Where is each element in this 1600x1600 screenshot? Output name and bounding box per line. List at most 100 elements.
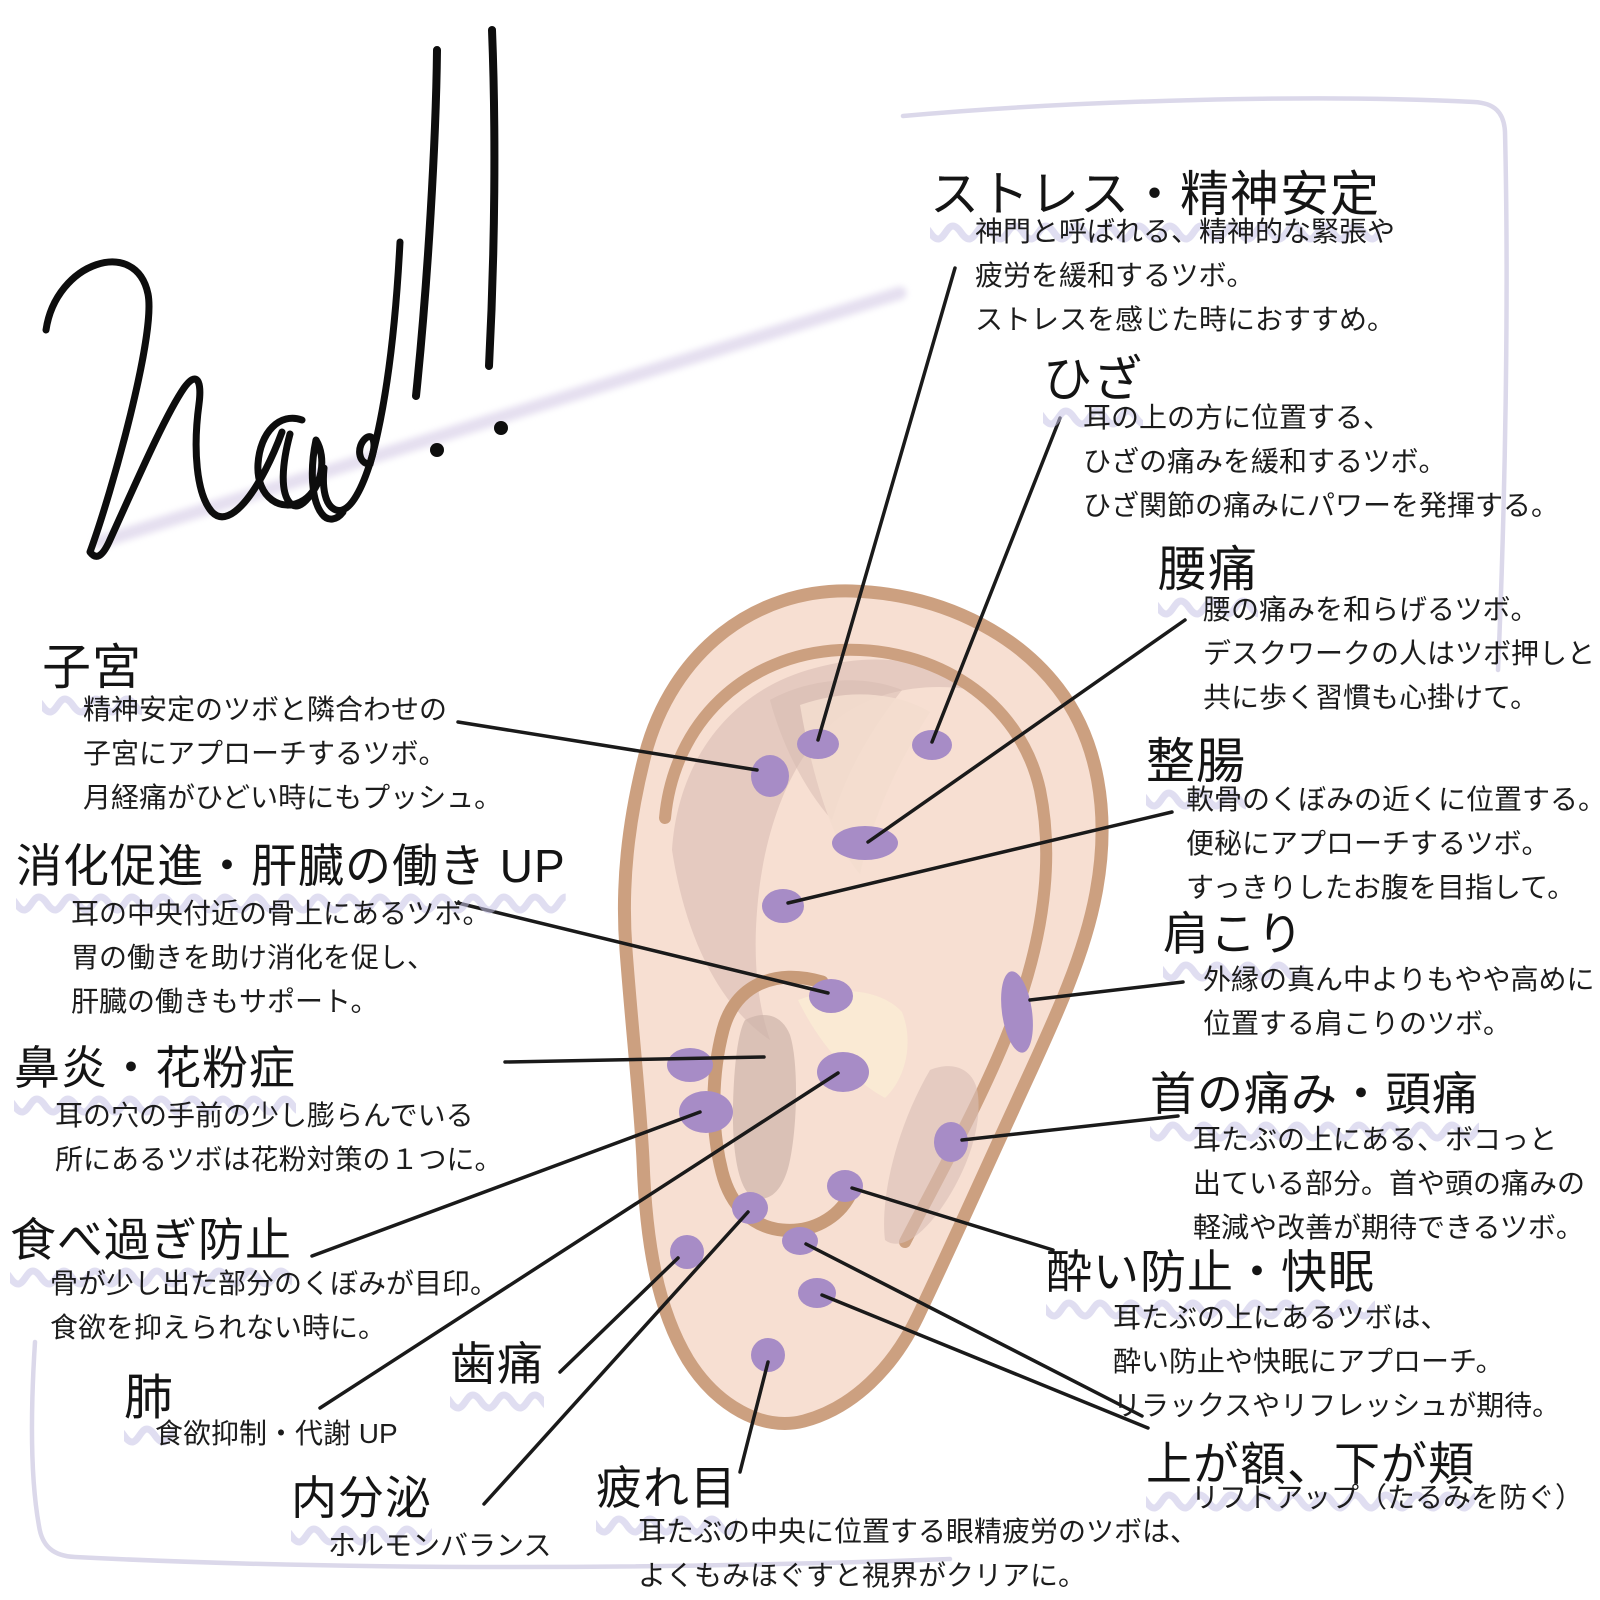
label-uterus-desc: 精神安定のツボと隣合わせの 子宮にアプローチするツボ。 月経痛がひどい時にもプッ… — [83, 694, 503, 813]
leader-line-tired-eyes — [738, 1360, 770, 1474]
point-dot-stress — [797, 729, 839, 759]
label-rhinitis: 鼻炎・花粉症 — [14, 1032, 296, 1098]
label-uterus: 子宮 — [42, 628, 142, 699]
label-lung: 肺 — [124, 1358, 174, 1429]
leader-line-toothache — [558, 1256, 680, 1374]
label-face-lift: 上が額、下が頬 — [1146, 1428, 1475, 1494]
leader-line-shoulder — [1028, 980, 1185, 1002]
label-stress-title: ストレス・精神安定 — [930, 168, 1381, 222]
leader-line-digestion — [456, 901, 830, 995]
label-tired-eyes: 疲れ目 — [596, 1452, 737, 1518]
label-neck-head: 首の痛み・頭痛 — [1150, 1058, 1479, 1124]
wow-exclaim-2 — [485, 26, 499, 370]
point-dot-overeating — [679, 1091, 733, 1133]
label-lower-back-title: 腰痛 — [1158, 543, 1259, 597]
label-stress: ストレス・精神安定 — [930, 155, 1380, 226]
wow-exclaim-1 — [412, 46, 441, 400]
label-knee-desc: 耳の上の方に位置する、 ひざの痛みを緩和するツボ。 ひざ関節の痛みにパワーを発揮… — [1083, 402, 1560, 521]
ear-fossa-shadow — [672, 659, 975, 1040]
label-toothache-title: 歯痛 — [450, 1338, 544, 1390]
label-rhinitis-desc: 耳の穴の手前の少し膨らんでいる 所にあるツボは花粉対策の１つに。 — [55, 1100, 503, 1175]
point-dot-lower-back — [832, 826, 898, 860]
point-dot-forehead — [782, 1227, 818, 1255]
leader-line-overeating — [310, 1110, 702, 1258]
label-tired-eyes-title: 疲れ目 — [596, 1462, 737, 1514]
point-dot-uterus — [751, 755, 789, 797]
label-rhinitis-title: 鼻炎・花粉症 — [14, 1042, 296, 1094]
ear-concha-highlight — [798, 990, 908, 1098]
ear-helix-inner-line — [659, 643, 1053, 1248]
label-motion-sleep-desc: 耳たぶの上にあるツボは、 酔い防止や快眠にアプローチ。 リラックスやリフレッシュ… — [1113, 1302, 1561, 1421]
label-motion-sleep: 酔い防止・快眠 — [1046, 1236, 1375, 1302]
wow-flourish — [366, 238, 404, 468]
wow-exclaim-2-dot — [494, 421, 508, 435]
leader-lines — [310, 266, 1187, 1506]
leader-line-knee — [930, 416, 1062, 744]
label-lung-desc: 食欲抑制・代謝 UP — [155, 1418, 398, 1449]
label-endocrine-desc: ホルモンバランス — [328, 1530, 552, 1561]
label-face-lift-title: 上が額、下が頬 — [1146, 1438, 1475, 1490]
leader-line-neck-head — [960, 1114, 1180, 1142]
point-dot-motion-sleep — [827, 1170, 863, 1202]
leader-line-forehead — [804, 1242, 1144, 1418]
point-dot-neck-head — [934, 1122, 968, 1162]
label-neck-head-title: 首の痛み・頭痛 — [1150, 1068, 1479, 1120]
label-endocrine-title: 内分泌 — [291, 1472, 432, 1524]
wow-exclaim-1-dot — [430, 443, 444, 457]
corner-frame-bottom-left — [29, 1339, 953, 1570]
leader-line-intestine — [786, 810, 1174, 905]
leader-line-uterus — [456, 720, 759, 772]
label-shoulder-desc: 外縁の真ん中よりもやや高めに 位置する肩こりのツボ。 — [1203, 964, 1595, 1039]
label-lower-back: 腰痛 — [1158, 530, 1258, 601]
wow-letter-w2 — [279, 430, 378, 514]
label-shoulder: 肩こり — [1163, 898, 1304, 964]
label-digestion: 消化促進・肝臓の働き UP — [16, 830, 566, 896]
corner-frame-top-right — [900, 96, 1509, 673]
label-uterus-title: 子宮 — [42, 641, 143, 695]
label-intestine-desc: 軟骨のくぼみの近くに位置する。 便秘にアプローチするツボ。 すっきりしたお腹を目… — [1186, 784, 1600, 903]
label-intestine-title: 整腸 — [1146, 735, 1247, 789]
label-neck-head-desc: 耳たぶの上にある、ボコっと 出ている部分。首や頭の痛みの 軽減や改善が期待できる… — [1193, 1124, 1586, 1243]
ear-antihelix-shadow — [884, 1066, 979, 1244]
label-intestine: 整腸 — [1146, 722, 1246, 793]
label-shoulder-title: 肩こり — [1163, 908, 1304, 960]
label-motion-sleep-title: 酔い防止・快眠 — [1046, 1246, 1375, 1298]
leader-line-lower-back — [866, 618, 1187, 844]
label-overeating-desc: 骨が少し出た部分のくぼみが目印。 食欲を抑えられない時に。 — [50, 1268, 499, 1343]
point-dot-tired-eyes — [751, 1338, 785, 1372]
label-tired-eyes-desc: 耳たぶの中央に位置する眼精疲労のツボは、 よくもみほぐすと視界がクリアに。 — [638, 1516, 1199, 1591]
wow-letter-w1 — [42, 258, 286, 560]
label-overeating-title: 食べ過ぎ防止 — [10, 1214, 292, 1266]
point-dot-digestion — [809, 979, 853, 1013]
wow-annotation — [42, 26, 508, 560]
label-knee-title: ひざ — [1043, 353, 1144, 407]
leader-line-lung — [318, 1071, 840, 1410]
label-digestion-title: 消化促進・肝臓の働き UP — [16, 840, 566, 892]
pressure-point-dots — [667, 729, 1033, 1372]
label-face-lift-desc: リフトアップ（たるみを防ぐ） — [1191, 1482, 1584, 1513]
corner-frame — [29, 96, 1509, 1570]
label-endocrine: 内分泌 — [291, 1462, 432, 1528]
leader-line-stress — [816, 266, 957, 742]
label-stress-desc: 神門と呼ばれる、精神的な緊張や 疲労を緩和するツボ。 ストレスを感じた時におすす… — [975, 216, 1396, 335]
ear-canal-shadow — [732, 1015, 796, 1199]
point-dot-cheek — [798, 1278, 836, 1308]
point-dot-shoulder — [1001, 971, 1033, 1053]
label-overeating: 食べ過ぎ防止 — [10, 1204, 292, 1270]
label-lower-back-desc: 腰の痛みを和らげるツボ。 デスクワークの人はツボ押しと 共に歩く習慣も心掛けて。 — [1203, 594, 1596, 713]
point-dot-intestine — [762, 889, 804, 923]
label-toothache: 歯痛 — [450, 1328, 544, 1394]
point-dot-rhinitis — [667, 1048, 713, 1082]
point-dot-toothache — [670, 1235, 704, 1269]
leader-line-rhinitis — [503, 1055, 766, 1064]
label-digestion-desc: 耳の中央付近の骨上にあるツボ。 胃の働きを助け消化を促し、 肝臓の働きもサポート… — [71, 898, 491, 1017]
point-dot-knee — [912, 730, 952, 760]
label-lung-title: 肺 — [124, 1371, 175, 1425]
point-dot-lung — [817, 1052, 869, 1092]
label-knee: ひざ — [1043, 340, 1143, 411]
point-dot-endocrine — [732, 1192, 768, 1224]
leader-line-endocrine — [482, 1210, 750, 1506]
leader-line-cheek — [820, 1293, 1150, 1430]
